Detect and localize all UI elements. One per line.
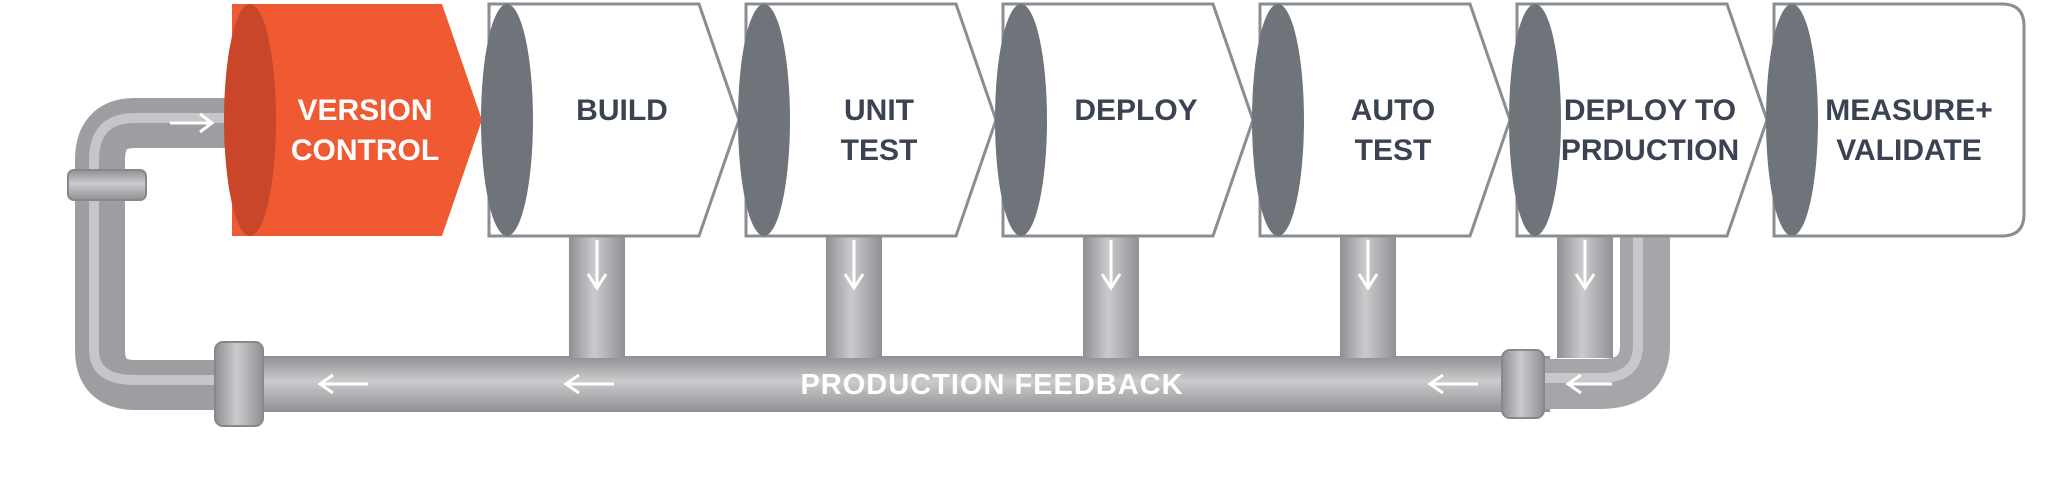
drop-pipe xyxy=(1340,230,1396,358)
stage-label-line1: VERSION xyxy=(297,94,432,127)
arrow-left-icon xyxy=(317,373,368,395)
feedback-label: PRODUCTION FEEDBACK xyxy=(800,369,1183,401)
stage-cap xyxy=(738,4,790,236)
pipeline-stage: DEPLOY xyxy=(995,2,1255,238)
stage-label-line1: DEPLOY xyxy=(1074,94,1197,127)
stage-label-line2: VALIDATE xyxy=(1836,134,1982,167)
arrow-down-icon xyxy=(1100,240,1122,291)
pipe-coupler-right xyxy=(1501,349,1545,419)
drop-pipes xyxy=(569,230,1613,358)
stage-cap xyxy=(1509,4,1561,236)
stage-cap xyxy=(1766,4,1818,236)
pipeline-stages: VERSION CONTROL BUILD UNIT TEST DEPLOY AUTO TES… xyxy=(224,2,2026,238)
arrow-down-icon xyxy=(1574,240,1596,291)
return-pipe-highlight xyxy=(89,113,230,385)
arrow-left-icon xyxy=(563,373,614,395)
stage-label-line1: UNIT xyxy=(844,94,914,127)
pipe-flange-left xyxy=(67,169,147,201)
stage-label-line2: CONTROL xyxy=(291,134,439,167)
arrow-left-icon xyxy=(1565,373,1612,395)
drop-pipe xyxy=(1557,230,1613,358)
stage-label-line1: BUILD xyxy=(576,94,668,127)
pipeline-stage: UNIT TEST xyxy=(738,2,998,238)
arrow-right-icon xyxy=(170,112,215,134)
pipes-layer: PRODUCTION FEEDBACK xyxy=(67,98,1670,427)
stage-shape xyxy=(1772,2,2026,238)
flow-arrows xyxy=(170,112,1612,395)
pipe-coupler-left xyxy=(214,341,264,427)
drop-pipe xyxy=(1083,230,1139,358)
stage-label-line2: TEST xyxy=(841,134,918,167)
feedback-pipe-elbow-highlight xyxy=(1540,236,1643,383)
stage-label-line1: AUTO xyxy=(1351,94,1435,127)
stage-cap xyxy=(481,4,533,236)
stage-shape xyxy=(232,4,482,236)
stage-label-line2: PRDUCTION xyxy=(1561,134,1739,167)
arrow-left-icon xyxy=(1427,373,1478,395)
stage-label-line1: DEPLOY TO xyxy=(1564,94,1736,127)
stage-label-line2: TEST xyxy=(1355,134,1432,167)
arrow-down-icon xyxy=(1357,240,1379,291)
stage-cap xyxy=(995,4,1047,236)
pipeline-stage: DEPLOY TO PRDUCTION xyxy=(1509,2,1769,238)
stage-cap xyxy=(224,4,276,236)
pipeline-stage: MEASURE+ VALIDATE xyxy=(1766,2,2026,238)
drop-pipe xyxy=(569,230,625,358)
arrow-down-icon xyxy=(843,240,865,291)
feedback-pipe xyxy=(230,356,1550,412)
stage-cap xyxy=(1252,4,1304,236)
stage-label-line1: MEASURE+ xyxy=(1825,94,1993,127)
arrow-down-icon xyxy=(586,240,608,291)
pipeline-stage: VERSION CONTROL xyxy=(224,4,482,236)
return-pipe-loop xyxy=(75,98,230,410)
pipeline-stage: AUTO TEST xyxy=(1252,2,1512,238)
pipeline-stage: BUILD xyxy=(481,2,741,238)
drop-pipe xyxy=(826,230,882,358)
